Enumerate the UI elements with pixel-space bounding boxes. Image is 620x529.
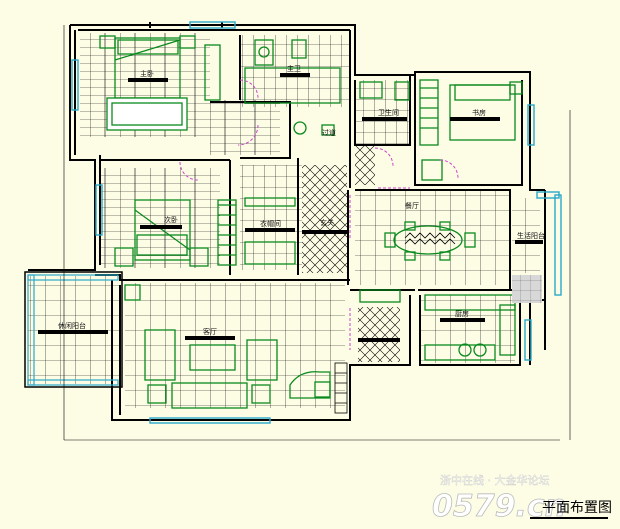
west-balcony [24,271,123,388]
label-west-balcony: 休闲阳台 [58,321,86,330]
label-corridor: 过道 [322,128,336,137]
service-balcony-hatch [512,275,542,303]
label-study: 书房 [472,108,486,117]
plan-title: 平面布置图 [530,500,612,519]
label-master-bath: 主卫 [287,64,301,73]
dimension-lines [63,25,571,441]
windows [71,21,562,424]
dining-centerpiece [404,232,456,245]
label-second-bedroom: 次卧 [164,215,178,224]
watermark: 浙中在线 · 大金华论坛 0579.cn [432,473,567,525]
door-arcs [179,79,459,350]
label-kitchen: 厨房 [455,309,469,318]
label-closet: 衣帽间 [260,219,281,228]
label-dining-room: 餐厅 [405,201,419,210]
floor-fills [28,33,540,408]
label-bathroom: 卫生间 [378,108,399,117]
watermark-site: 浙中在线 · 大金华论坛 [440,473,550,487]
room-labels: 主卧 主卫 次卧 衣帽间 书房 卫生间 休闲阳台 客厅 生活阳台 厨房 玄关 过… [38,64,545,342]
walls [28,22,546,421]
plan-title-text: 平面布置图 [542,500,612,516]
label-service-balcony: 生活阳台 [517,231,545,240]
label-master-bedroom: 主卧 [140,69,154,78]
label-living-room: 客厅 [203,327,217,336]
stairs [334,362,348,414]
label-entry: 玄关 [320,218,334,227]
furniture [99,35,523,409]
